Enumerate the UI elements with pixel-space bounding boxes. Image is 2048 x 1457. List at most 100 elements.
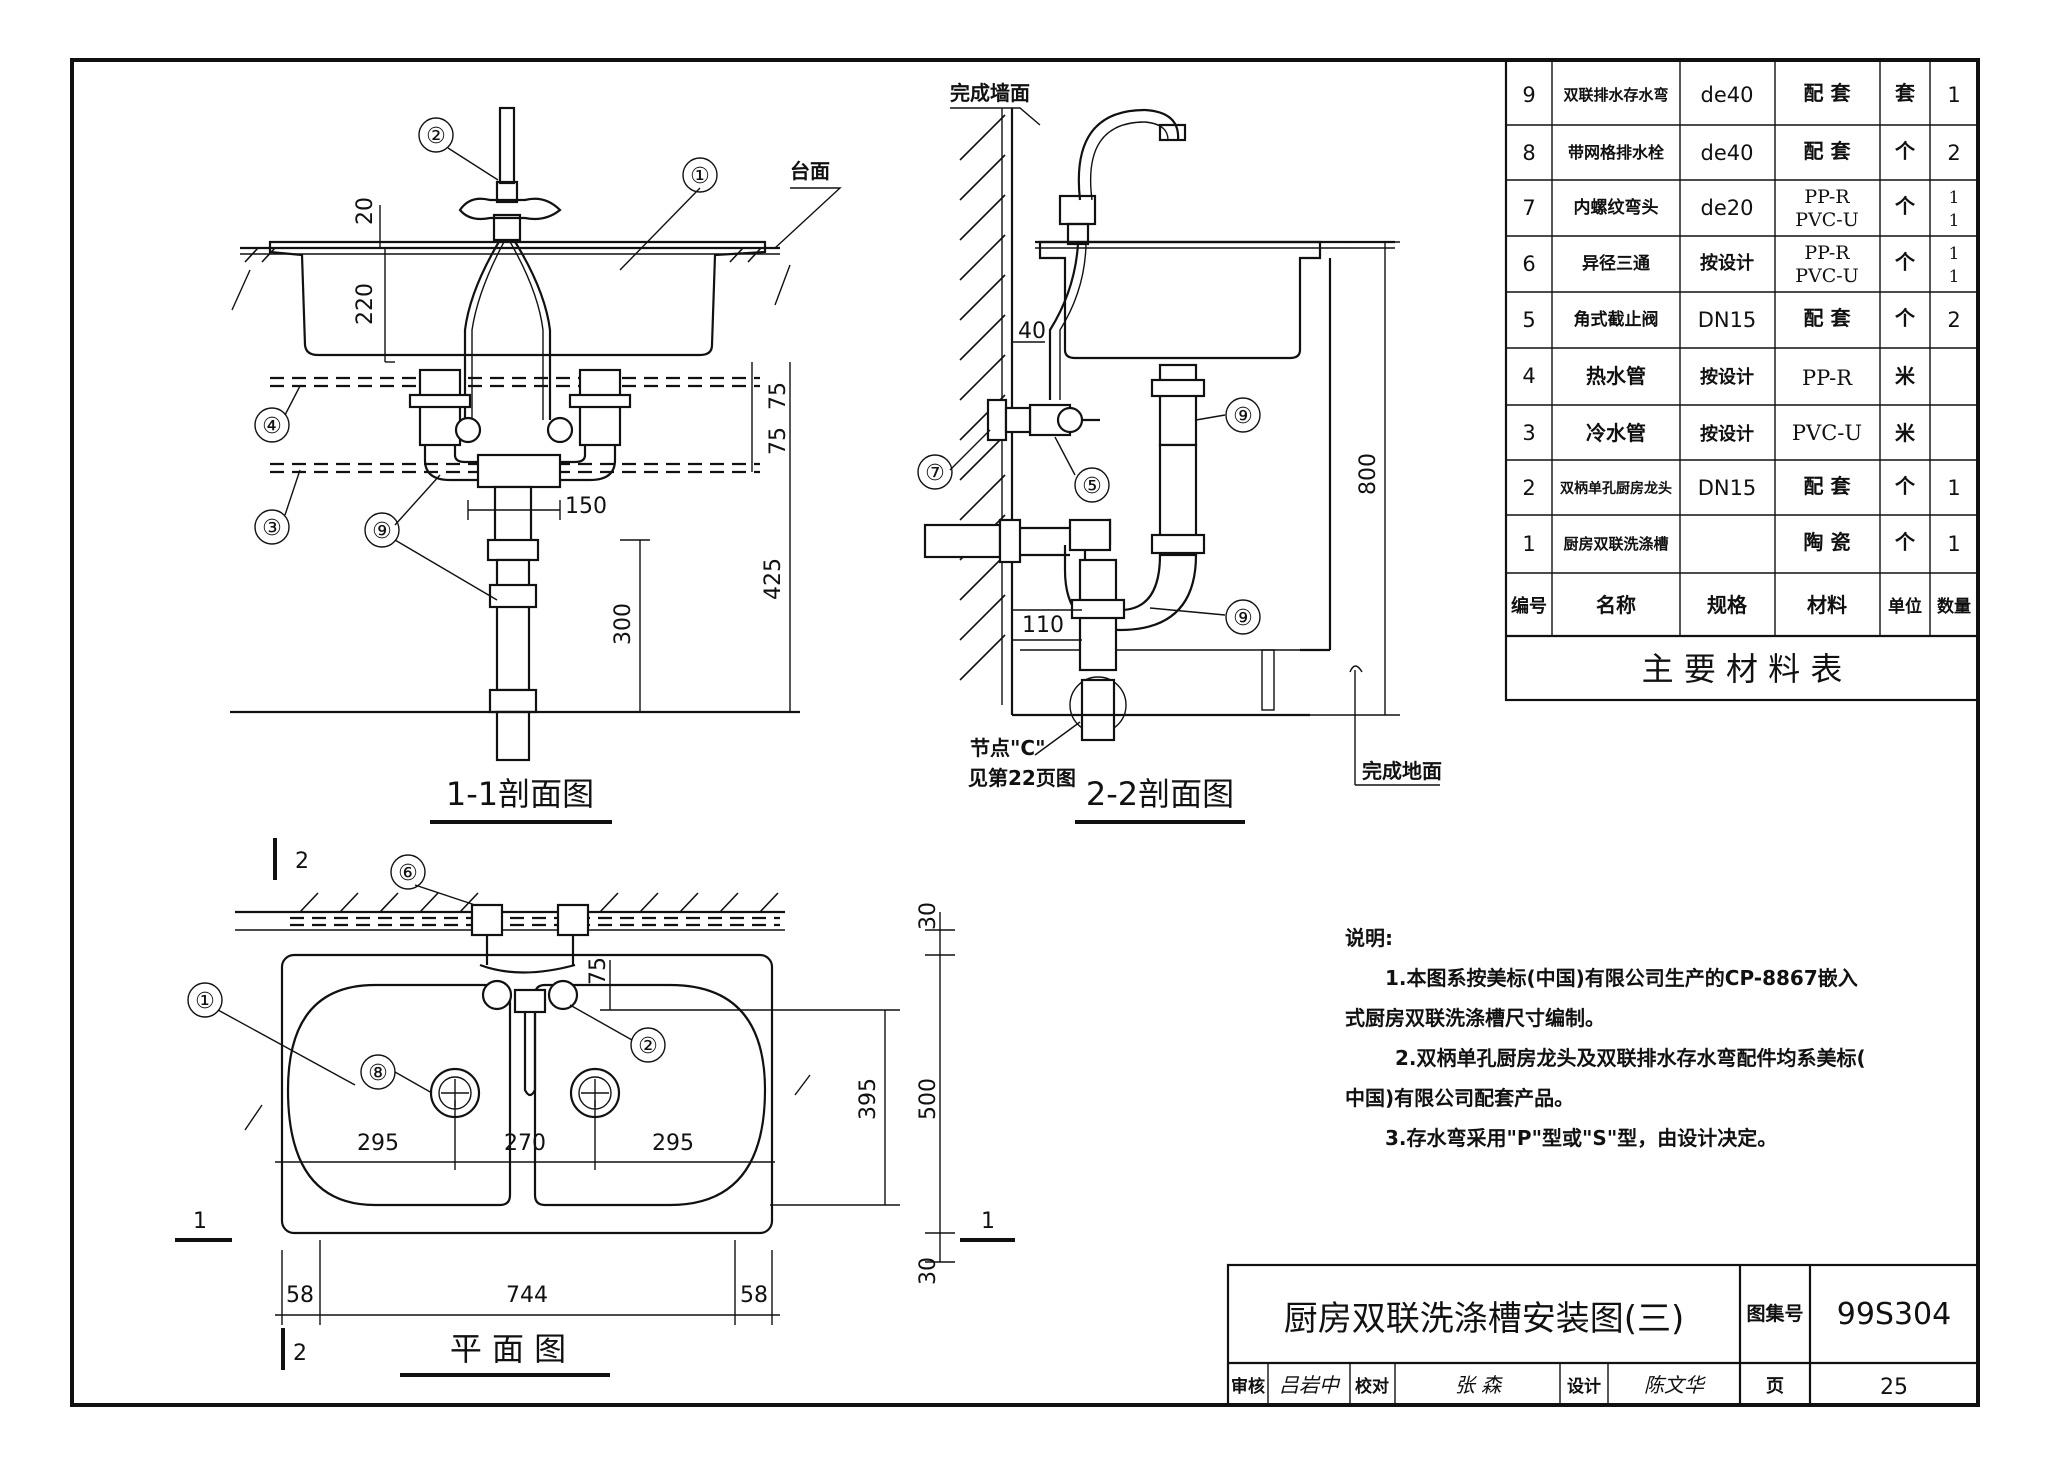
section-mark-1-left: 1: [193, 1209, 207, 1234]
callout-1-plan: ①: [195, 989, 215, 1014]
note-line-5: 3.存水弯采用"P"型或"S"型，由设计决定。: [1385, 1126, 1777, 1150]
row7-unit: 个: [1894, 194, 1916, 218]
row7-material: PP-R: [1804, 186, 1850, 208]
row4-spec: 按设计: [1700, 366, 1754, 388]
row1-unit: 个: [1894, 530, 1916, 554]
dim-395: 395: [856, 1078, 881, 1120]
page-label: 页: [1766, 1376, 1784, 1397]
note-line-2: 式厨房双联洗涤槽尺寸编制。: [1345, 1006, 1605, 1030]
section-1-1: [230, 106, 842, 762]
hdr-unit: 单位: [1888, 596, 1922, 617]
row5-unit: 个: [1894, 306, 1916, 330]
dim-270: 270: [504, 1131, 546, 1156]
dim-58a: 58: [286, 1283, 314, 1308]
row8-material: 配 套: [1804, 139, 1851, 163]
design-label: 设计: [1567, 1376, 1601, 1397]
hdr-qty: 数量: [1937, 596, 1971, 617]
row6-material: PP-R: [1804, 242, 1850, 264]
row2-material: 配 套: [1804, 474, 1851, 498]
callout-5-sec22: ⑤: [1082, 474, 1102, 499]
dim-58b: 58: [740, 1283, 768, 1308]
materials-table: [1504, 58, 1980, 702]
section-mark-1-right: 1: [981, 1209, 995, 1234]
callout-6-plan: ⑥: [398, 861, 418, 886]
section-2-2: [917, 107, 1440, 786]
row1-material: 陶 瓷: [1804, 530, 1851, 554]
row7-material2: PVC-U: [1795, 209, 1858, 231]
row9-no: 9: [1522, 83, 1535, 107]
row2-unit: 个: [1894, 474, 1916, 498]
row3-no: 3: [1522, 421, 1535, 445]
review-signature: 吕岩中: [1279, 1373, 1341, 1397]
row8-no: 8: [1522, 141, 1535, 165]
callout-8-plan: ⑧: [368, 1061, 388, 1086]
row5-name: 角式截止阀: [1574, 309, 1659, 330]
row4-no: 4: [1522, 364, 1535, 388]
row9-name: 双联排水存水弯: [1563, 86, 1668, 104]
row5-material: 配 套: [1804, 306, 1851, 330]
note-line-1: 1.本图系按美标(中国)有限公司生产的CP-8867嵌入: [1385, 966, 1858, 990]
title-block: [1226, 1263, 1980, 1407]
row5-spec: DN15: [1698, 308, 1757, 332]
node-c-label: 节点"C": [970, 736, 1046, 760]
dim-744: 744: [506, 1283, 548, 1308]
hdr-spec: 规格: [1707, 593, 1748, 617]
table-caption: 主 要 材 料 表: [1642, 650, 1843, 688]
row8-qty: 2: [1947, 141, 1960, 165]
row4-unit: 米: [1895, 364, 1916, 388]
dim-800: 800: [1356, 453, 1381, 495]
row9-spec: de40: [1701, 83, 1754, 107]
row3-spec: 按设计: [1700, 423, 1754, 445]
row2-name: 双柄单孔厨房龙头: [1560, 480, 1672, 497]
dim-300: 300: [611, 603, 636, 645]
row6-spec: 按设计: [1700, 252, 1754, 274]
node-c-ref: 见第22页图: [968, 766, 1076, 790]
countertop-label: 台面: [790, 159, 830, 183]
notes-heading: 说明:: [1345, 926, 1393, 950]
row1-name: 厨房双联洗涤槽: [1563, 535, 1668, 553]
row5-no: 5: [1522, 308, 1535, 332]
row7-spec: de20: [1701, 196, 1754, 220]
row7-no: 7: [1522, 196, 1535, 220]
row6-qty2: 1: [1949, 267, 1960, 287]
row5-qty: 2: [1947, 308, 1960, 332]
check-label: 校对: [1355, 1376, 1389, 1397]
check-signature: 张 森: [1455, 1373, 1503, 1397]
row3-unit: 米: [1895, 421, 1916, 445]
dim-30a: 30: [916, 902, 941, 930]
row1-no: 1: [1522, 532, 1535, 556]
dim-425: 425: [761, 558, 786, 600]
dim-75b: 75: [766, 427, 791, 455]
atlas-number: 99S304: [1837, 1297, 1951, 1332]
design-signature: 陈文华: [1644, 1373, 1706, 1397]
row2-no: 2: [1522, 476, 1535, 500]
dim-295a: 295: [357, 1131, 399, 1156]
dim-20: 20: [353, 197, 378, 225]
row6-material2: PVC-U: [1795, 265, 1858, 287]
row2-spec: DN15: [1698, 476, 1757, 500]
section-1-1-title: 1-1剖面图: [446, 775, 594, 813]
row2-qty: 1: [1947, 476, 1960, 500]
row6-no: 6: [1522, 252, 1535, 276]
row1-qty: 1: [1947, 532, 1960, 556]
dim-75-plan: 75: [586, 957, 611, 985]
callout-4-sec11: ④: [262, 414, 282, 439]
row8-spec: de40: [1701, 141, 1754, 165]
row9-qty: 1: [1947, 83, 1960, 107]
dim-75a: 75: [766, 382, 791, 410]
plan-title: 平 面 图: [450, 1330, 566, 1368]
callout-9b-sec22: ⑨: [1233, 606, 1253, 631]
dim-500: 500: [916, 1078, 941, 1120]
dim-40: 40: [1018, 319, 1046, 344]
callout-2-plan: ②: [638, 1034, 658, 1059]
note-line-3: 2.双柄单孔厨房龙头及双联排水存水弯配件均系美标(: [1395, 1046, 1866, 1070]
plan-view: [175, 838, 1015, 1370]
row8-name: 带网格排水栓: [1568, 143, 1665, 162]
atlas-label: 图集号: [1746, 1302, 1803, 1325]
callout-7-sec22: ⑦: [925, 461, 945, 486]
callout-3-sec11: ③: [262, 516, 282, 541]
row8-unit: 个: [1894, 139, 1916, 163]
row3-material: PVC-U: [1792, 421, 1862, 445]
floor-label: 完成地面: [1362, 759, 1442, 783]
